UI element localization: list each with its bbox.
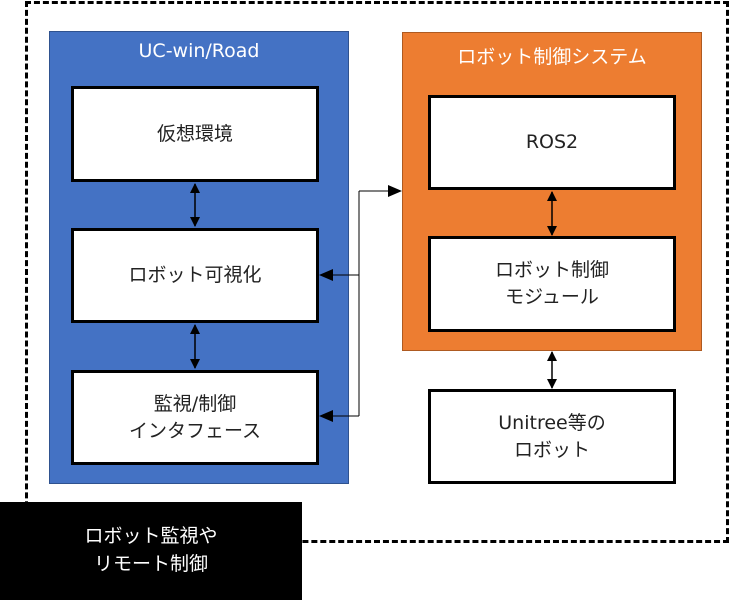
caption-box: ロボット監視や リモート制御 <box>0 502 302 600</box>
node-monitor-control-interface: 監視/制御 インタフェース <box>71 370 319 465</box>
system-boundary <box>25 1 729 543</box>
node-robot: Unitree等の ロボット <box>428 389 676 484</box>
node-robot-control-module: ロボット制御 モジュール <box>428 236 676 332</box>
group-title-robot-control-system: ロボット制御システム <box>457 46 647 68</box>
node-ros2: ROS2 <box>428 95 676 190</box>
node-virtual-environment: 仮想環境 <box>71 86 319 182</box>
node-robot-visualization: ロボット可視化 <box>71 228 319 323</box>
group-title-uc-win-road: UC-win/Road <box>138 40 260 62</box>
